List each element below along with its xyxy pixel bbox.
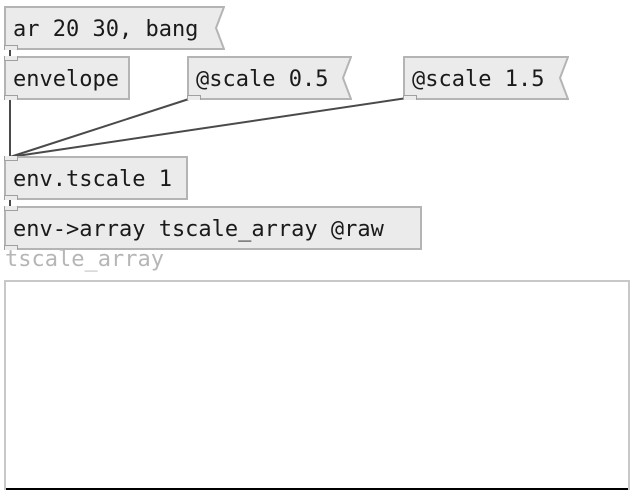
message-flag-icon (338, 56, 352, 100)
message-flag-icon (211, 6, 225, 50)
object-env-tscale-outlet[interactable] (4, 195, 18, 200)
object-env-to-array[interactable]: env->array tscale_array @raw (4, 206, 422, 250)
message-scale-one-half-outlet[interactable] (403, 95, 417, 100)
array-values-line (6, 488, 628, 490)
message-scale-half[interactable]: @scale 0.5 (187, 56, 352, 100)
message-ar-bang-outlet[interactable] (4, 45, 18, 50)
object-envelope[interactable]: envelope (4, 56, 130, 100)
cord-scale-half-to-tscale (9, 97, 193, 158)
object-env-tscale-inlet[interactable] (4, 156, 18, 161)
message-ar-bang-label: ar 20 30, bang (13, 17, 199, 42)
message-flag-icon (555, 56, 569, 100)
message-scale-half-outlet[interactable] (187, 95, 201, 100)
array-graph[interactable] (4, 280, 630, 490)
object-env-tscale[interactable]: env.tscale 1 (4, 156, 188, 200)
message-scale-one-half[interactable]: @scale 1.5 (403, 56, 569, 100)
message-ar-bang[interactable]: ar 20 30, bang (4, 6, 225, 50)
message-scale-one-half-label: @scale 1.5 (412, 67, 545, 92)
object-envelope-inlet[interactable] (4, 56, 18, 61)
object-envelope-label: envelope (13, 67, 119, 92)
object-env-tscale-label: env.tscale 1 (13, 167, 172, 192)
array-name-label: tscale_array (5, 247, 164, 272)
message-scale-half-label: @scale 0.5 (196, 67, 329, 92)
object-envelope-outlet[interactable] (4, 95, 18, 100)
object-env-to-array-label: env->array tscale_array @raw (13, 217, 384, 242)
object-env-to-array-outlet[interactable] (4, 245, 18, 250)
object-env-to-array-inlet[interactable] (4, 206, 18, 211)
cord-scale-one-half-to-tscale (9, 97, 408, 158)
